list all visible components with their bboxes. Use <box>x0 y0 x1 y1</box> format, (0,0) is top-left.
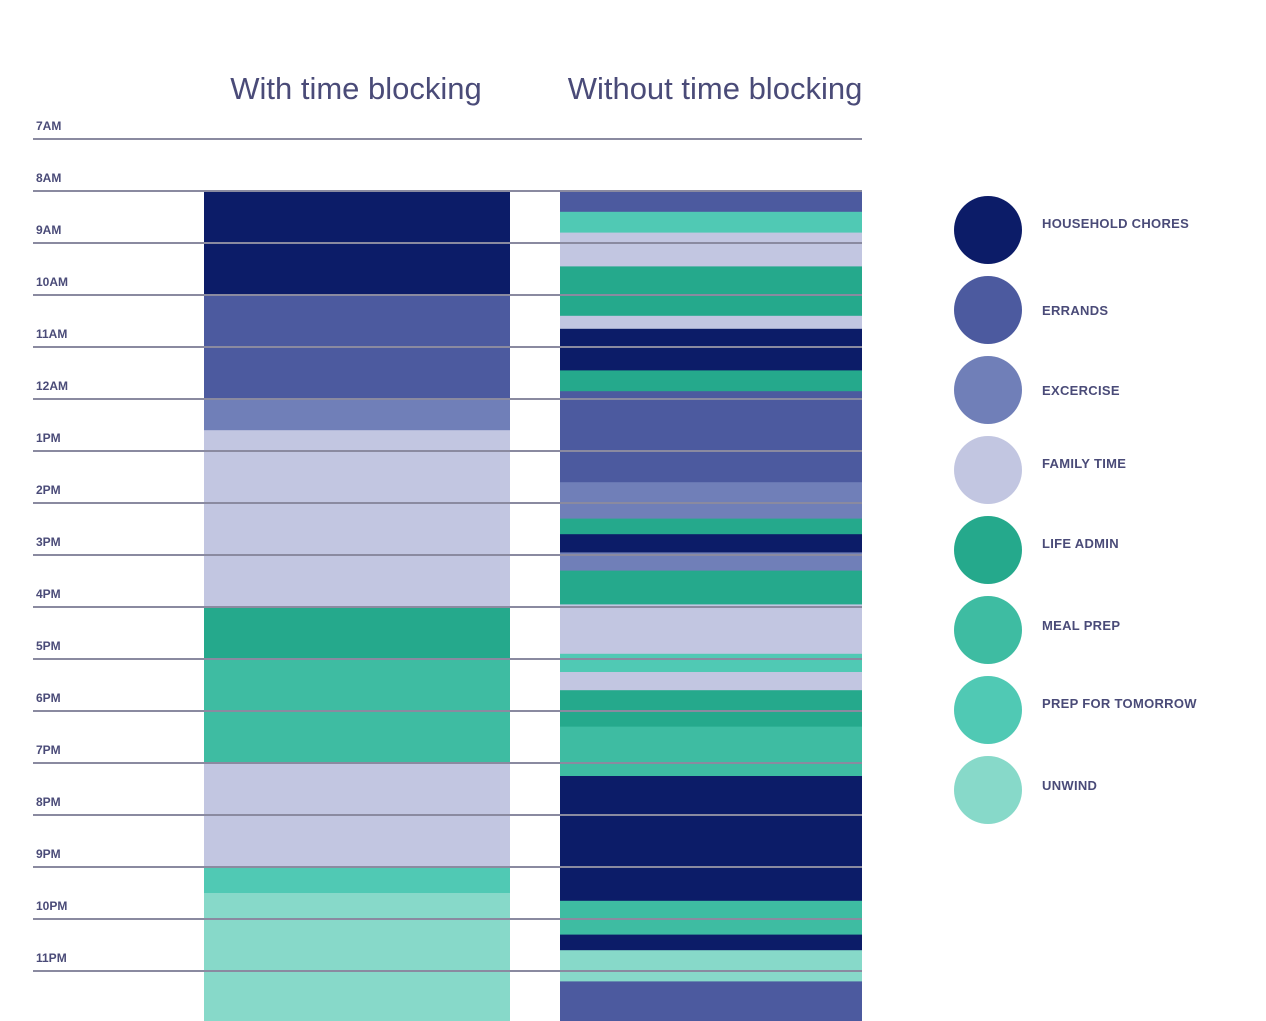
block-errands <box>560 981 862 1021</box>
hour-labels: 7AM 8AM 9AM 10AM 11AM 12AM 1PM 2PM 3PM 4PM 5PM 6PM 7… <box>36 119 68 965</box>
hour-label: 8AM <box>36 171 61 185</box>
block-family-time <box>560 232 862 267</box>
block-unwind <box>560 950 862 982</box>
hour-label: 7PM <box>36 743 61 757</box>
hour-label: 11PM <box>36 951 67 965</box>
legend-swatch <box>954 196 1022 264</box>
hour-label: 9AM <box>36 223 61 237</box>
block-household-chores <box>560 776 862 902</box>
hour-label: 2PM <box>36 483 61 497</box>
legend-swatch <box>954 356 1022 424</box>
block-household-chores <box>560 534 862 553</box>
legend-label: EXCERCISE <box>1042 383 1120 398</box>
legend-swatch <box>954 436 1022 504</box>
column-title: With time blocking <box>230 71 482 106</box>
block-life-admin <box>560 690 862 728</box>
hour-label: 11AM <box>36 327 67 341</box>
legend-label: ERRANDS <box>1042 303 1108 318</box>
block-errands <box>560 191 862 213</box>
legend-label: LIFE ADMIN <box>1042 536 1119 551</box>
block-prep-for-tomorrow <box>560 211 862 234</box>
legend: HOUSEHOLD CHORES ERRANDS EXCERCISE FAMILY T… <box>954 196 1197 824</box>
hour-label: 5PM <box>36 639 61 653</box>
hour-label: 6PM <box>36 691 61 705</box>
block-family-time <box>560 315 862 330</box>
legend-label: HOUSEHOLD CHORES <box>1042 216 1189 231</box>
block-household-chores <box>560 328 862 371</box>
block-meal-prep <box>560 900 862 936</box>
hour-label: 10PM <box>36 899 67 913</box>
hour-label: 10AM <box>36 275 68 289</box>
block-household-chores <box>560 934 862 951</box>
hour-label: 1PM <box>36 431 61 445</box>
hour-label: 9PM <box>36 847 61 861</box>
block-meal-prep <box>560 726 862 777</box>
hour-label: 12AM <box>36 379 68 393</box>
blocks-layer <box>204 191 862 1021</box>
block-excercise <box>560 482 862 520</box>
block-family-time <box>560 672 862 691</box>
legend-swatch <box>954 596 1022 664</box>
hour-label: 3PM <box>36 535 61 549</box>
block-prep-for-tomorrow <box>204 867 510 894</box>
block-family-time <box>204 430 510 608</box>
legend-swatch <box>954 516 1022 584</box>
hour-label: 4PM <box>36 587 61 601</box>
hour-label: 8PM <box>36 795 61 809</box>
block-excercise <box>204 399 510 431</box>
hour-lines <box>33 138 862 972</box>
block-errands <box>560 391 862 483</box>
legend-label: PREP FOR TOMORROW <box>1042 696 1197 711</box>
legend-swatch <box>954 756 1022 824</box>
column-title: Without time blocking <box>568 71 863 106</box>
block-family-time <box>560 604 862 655</box>
legend-label: FAMILY TIME <box>1042 456 1126 471</box>
legend-label: MEAL PREP <box>1042 618 1120 633</box>
block-life-admin <box>560 370 862 392</box>
column-titles: With time blocking Without time blocking <box>230 71 862 106</box>
block-life-admin <box>560 518 862 535</box>
legend-label: UNWIND <box>1042 778 1097 793</box>
block-excercise <box>560 552 862 572</box>
block-unwind <box>204 893 510 1021</box>
block-prep-for-tomorrow <box>560 653 862 673</box>
block-life-admin <box>560 570 862 605</box>
legend-swatch <box>954 676 1022 744</box>
block-life-admin <box>204 607 510 660</box>
hour-label: 7AM <box>36 119 61 133</box>
block-life-admin <box>560 266 862 317</box>
legend-swatch <box>954 276 1022 344</box>
